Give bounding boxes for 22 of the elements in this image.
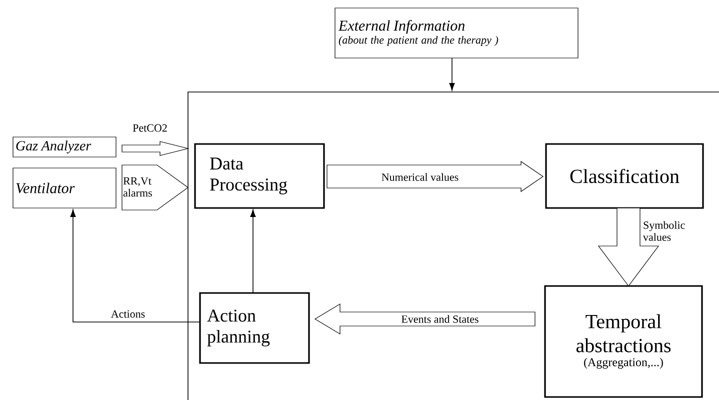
arrow	[449, 58, 455, 91]
device-box: Gaz Analyzer	[12, 136, 116, 158]
edge-label: Numerical values	[382, 173, 458, 181]
edge-label: RR,Vt alarms	[123, 177, 152, 197]
block-arrow	[326, 160, 544, 192]
process-box: Temporal abstractions (Aggregation,...)	[544, 285, 703, 398]
info-box: External Information (about the patient and the therapy )	[334, 8, 578, 58]
edge-label: Symbolic values	[643, 221, 685, 241]
block-arrow	[598, 208, 660, 286]
arrow	[70, 209, 200, 322]
arrow	[250, 209, 256, 294]
edge-label: Actions	[111, 310, 145, 318]
process-box: Data Processing	[194, 143, 325, 209]
process-box: Classification	[545, 143, 704, 209]
block-arrow	[122, 164, 189, 210]
edge-label: PetCO2	[132, 124, 167, 132]
block-arrow	[314, 303, 536, 335]
system-frame	[188, 92, 719, 400]
device-box: Ventilator	[12, 168, 116, 208]
edge-label: Events and States	[402, 315, 478, 323]
process-box: Action planning	[199, 292, 310, 364]
block-arrow	[122, 141, 190, 156]
